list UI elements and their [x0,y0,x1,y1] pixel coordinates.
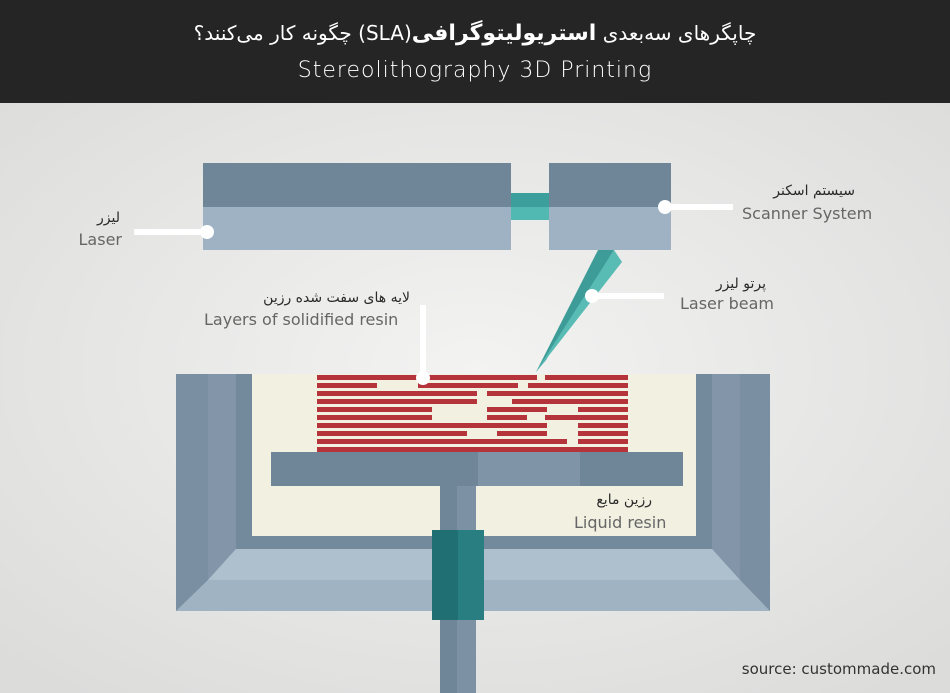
title-fa-suffix: چگونه کار می‌کنند؟ [193,21,352,45]
solidified-layers [317,375,628,452]
layers-label-fa: لایه های سفت شده رزین [263,290,410,306]
beam-label-en: Laser beam [680,294,774,313]
laser-label-en: Laser [78,230,122,249]
callouts [134,200,733,385]
laser-unit [203,163,511,250]
beam-label-fa: پرتو لیزر [715,276,766,292]
resin-label-fa: رزین مایع [596,492,652,508]
source-credit: source: custommade.com [741,660,936,678]
laser-beam [536,250,622,372]
laser-connector [511,193,549,220]
resin-label-en: Liquid resin [574,513,667,532]
header-banner: چاپگرهای سه‌بعدی استریولیتوگرافی(SLA) چگ… [0,0,950,103]
scanner-label-fa: سیستم اسکنر [773,183,855,199]
sla-diagram [0,103,950,693]
title-fa-bold: استریولیتوگرافی [411,21,597,46]
scanner-unit [549,163,671,250]
scanner-label-en: Scanner System [742,204,873,223]
title-fa-prefix: چاپگرهای سه‌بعدی [602,21,757,45]
title-fa-abbr: (SLA) [358,21,412,45]
title-persian: چاپگرهای سه‌بعدی استریولیتوگرافی(SLA) چگ… [0,20,950,47]
elevator-shaft [432,486,484,693]
laser-label-fa: لیزر [97,210,120,226]
layers-label-en: Layers of solidified resin [204,310,399,329]
build-platform [271,452,683,486]
title-english: Stereolithography 3D Printing [297,58,653,83]
